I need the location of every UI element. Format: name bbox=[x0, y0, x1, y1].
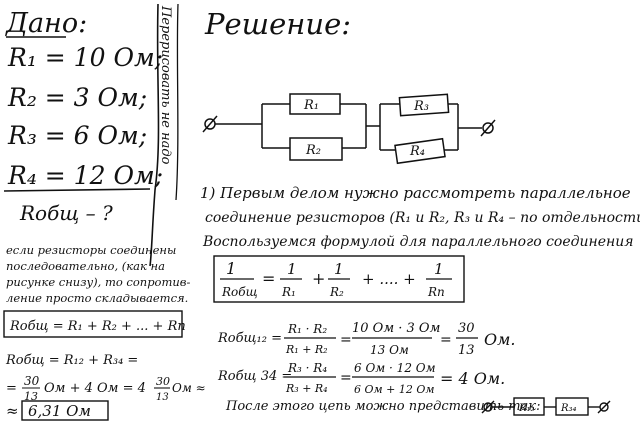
calc12-den: R₁ + R₂ bbox=[285, 343, 328, 356]
series-line3: рисунке снизу), то сопротив- bbox=[6, 275, 190, 289]
given-find: Rобщ – ? bbox=[19, 201, 113, 225]
total-frac2-den: 13 bbox=[156, 392, 169, 403]
formula-plus: + bbox=[312, 269, 325, 288]
formula-t3-den: Rn bbox=[427, 285, 445, 299]
calc12-lhs: Rобщ₁₂ = bbox=[217, 331, 282, 346]
formula-t1-num: 1 bbox=[287, 260, 297, 278]
series-line4: ление просто складывается. bbox=[6, 291, 188, 305]
final-circuit bbox=[481, 397, 611, 416]
side-note: Перерисовать не надо bbox=[158, 5, 173, 165]
calc12-num3: 30 bbox=[458, 321, 475, 336]
calc34-den: R₃ + R₄ bbox=[285, 382, 328, 395]
total-eq: = bbox=[6, 381, 17, 396]
calc34-eq1: = bbox=[340, 370, 352, 386]
total-line1: Rобщ = R₁₂ + R₃₄ = bbox=[5, 353, 138, 368]
terminal-right-slash bbox=[480, 119, 496, 137]
step1-line1: 1) Первым делом нужно рассмотреть паралл… bbox=[200, 184, 631, 202]
resistor-r4 bbox=[394, 137, 446, 165]
label-r2: R₂ bbox=[305, 143, 321, 158]
calc34-result: = 4 Ом. bbox=[440, 369, 505, 388]
formula-lhs-den: Rобщ bbox=[221, 285, 258, 299]
calc34-den2: 6 Ом + 12 Ом bbox=[354, 383, 434, 396]
final-label-r12: R₁₂ bbox=[518, 403, 535, 414]
given-separator bbox=[3, 188, 151, 192]
given-r2: R₂ = 3 Ом; bbox=[7, 83, 147, 112]
given-r3: R₃ = 6 Ом; bbox=[7, 121, 147, 150]
circuit-right-terminal bbox=[482, 122, 494, 134]
final-left-slash bbox=[481, 400, 495, 414]
calc34-num: R₃ · R₄ bbox=[287, 361, 327, 375]
given-r1: R₁ = 10 Ом; bbox=[7, 43, 163, 72]
series-line1: если резисторы соединены bbox=[6, 243, 176, 257]
terminal-left-slash bbox=[202, 115, 218, 133]
given-title: Дано: bbox=[5, 8, 87, 39]
series-formula: Rобщ = R₁ + R₂ + ... + Rn bbox=[9, 319, 186, 334]
calc12-eq1: = bbox=[340, 332, 352, 348]
calc12-unit: Ом. bbox=[484, 330, 515, 349]
final-label-r34: R₃₄ bbox=[560, 403, 577, 414]
calc12-den2: 13 Ом bbox=[370, 343, 409, 357]
side-divider bbox=[175, 3, 179, 201]
label-r3: R₃ bbox=[413, 99, 429, 114]
series-note: если резисторы соединены последовательно… bbox=[6, 243, 190, 305]
total-frac1-den: 13 bbox=[24, 390, 38, 403]
final-right-terminal bbox=[599, 402, 609, 412]
formula-t2-num: 1 bbox=[334, 260, 344, 278]
total-answer: 6,31 Ом bbox=[28, 402, 91, 420]
resistor-r3 bbox=[398, 93, 450, 117]
formula-lhs-num: 1 bbox=[226, 259, 236, 278]
total-approx: ≈ bbox=[6, 402, 19, 420]
calc12-den3: 13 bbox=[458, 343, 475, 358]
answer-box bbox=[21, 400, 109, 421]
calc12-eq2: = bbox=[440, 332, 452, 348]
given-divider bbox=[149, 3, 160, 267]
formula-t3-num: 1 bbox=[434, 260, 444, 278]
parallel-formula-box bbox=[213, 255, 465, 303]
calc-r34: Rобщ 34 = R₃ · R₄ R₃ + R₄ = 6 Ом · 12 Ом… bbox=[217, 361, 505, 396]
total-frac2-num: 30 bbox=[156, 375, 170, 388]
calc-r12: Rобщ₁₂ = R₁ · R₂ R₁ + R₂ = 10 Ом · 3 Ом … bbox=[217, 321, 515, 358]
formula-t2-den: R₂ bbox=[329, 285, 344, 299]
final-text: После этого цепь можно представить так: bbox=[225, 399, 540, 414]
solution-title: Решение: bbox=[204, 7, 351, 41]
resistor-r2 bbox=[289, 137, 343, 161]
parallel-formula: 1 Rобщ = 1 R₁ + 1 R₂ + .... + 1 Rn bbox=[220, 259, 452, 299]
final-right-slash bbox=[597, 400, 611, 414]
circuit-diagram bbox=[202, 93, 496, 165]
label-r4: R₄ bbox=[409, 144, 425, 159]
calc12-num2: 10 Ом · 3 Ом bbox=[352, 321, 440, 336]
total-frac1-num: 30 bbox=[24, 374, 40, 388]
total-mid: Ом + 4 Ом = 4 bbox=[44, 381, 146, 396]
formula-eq: = bbox=[262, 269, 275, 288]
calc12-num: R₁ · R₂ bbox=[287, 322, 327, 336]
given-r4: R₄ = 12 Ом; bbox=[7, 161, 163, 190]
series-formula-box bbox=[3, 310, 183, 338]
total-end: Ом ≈ bbox=[172, 381, 206, 395]
total-calc: Rобщ = R₁₂ + R₃₄ = = 30 13 Ом + 4 Ом = 4… bbox=[5, 353, 206, 421]
formula-dots: + .... + bbox=[362, 270, 416, 288]
calc34-lhs: Rобщ 34 = bbox=[217, 369, 292, 384]
series-line2: последовательно, (как на bbox=[6, 259, 165, 273]
step1-line3: Воспользуемся формулой для параллельного… bbox=[202, 234, 634, 250]
calc34-num2: 6 Ом · 12 Ом bbox=[354, 361, 436, 375]
label-r1: R₁ bbox=[303, 98, 319, 113]
formula-t1-den: R₁ bbox=[281, 285, 296, 299]
step1-line2: соединение резисторов (R₁ и R₂, R₃ и R₄ … bbox=[205, 210, 640, 226]
